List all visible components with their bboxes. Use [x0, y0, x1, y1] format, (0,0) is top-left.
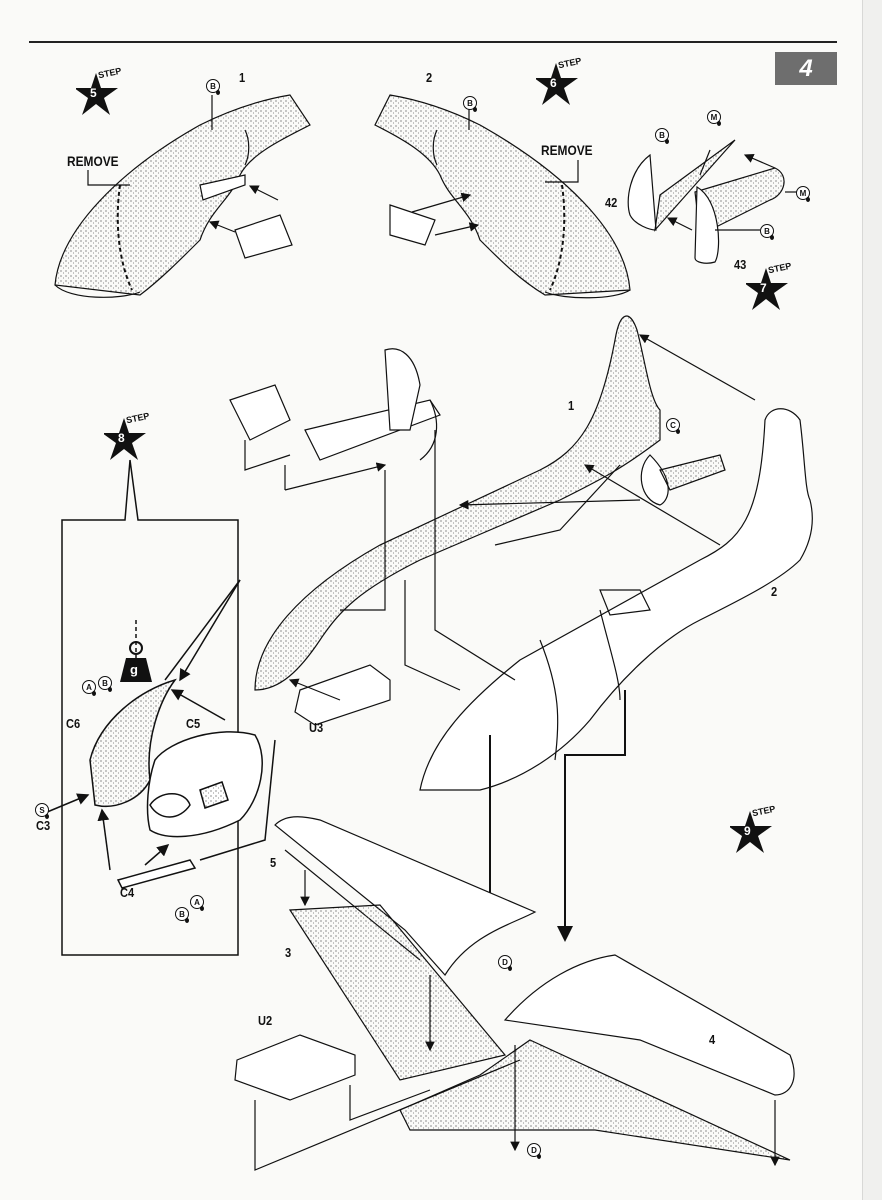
remove-label-left: REMOVE — [67, 153, 119, 169]
step5-fuselage-nose-left — [54, 94, 311, 298]
star-icon — [74, 73, 118, 115]
part-label-1-fuselage: 1 — [568, 398, 575, 413]
weight-icon: g — [118, 640, 154, 686]
decal-callout-D: D — [527, 1143, 541, 1159]
step-6-badge: STEP 6 — [534, 56, 586, 110]
part-label-43: 43 — [734, 257, 747, 272]
cement-callout-C: C — [666, 418, 680, 434]
part-label-C6: C6 — [66, 716, 81, 731]
star-icon — [728, 811, 772, 853]
star-icon — [534, 63, 578, 105]
glue-callout-B: B — [98, 676, 112, 692]
weight-shape — [120, 641, 152, 682]
star-icon — [102, 418, 146, 460]
part-label-5: 5 — [270, 855, 277, 870]
part-label-1-step5: 1 — [239, 70, 246, 85]
step9-wings — [234, 816, 795, 1171]
glue-callout-B: B — [655, 128, 669, 144]
glue-callout-B: B — [206, 79, 220, 95]
header-rule — [29, 41, 837, 43]
step-7-badge: STEP 7 — [744, 261, 796, 315]
glue-callout-B: B — [463, 96, 477, 112]
metal-callout-M: M — [796, 186, 810, 202]
s-callout: S — [35, 803, 49, 819]
part-label-C3: C3 — [36, 818, 51, 833]
star-icon — [744, 268, 788, 310]
step6-fuselage-nose-right — [374, 94, 631, 299]
step-5-badge: STEP 5 — [74, 66, 126, 120]
step-9-badge: STEP 9 — [728, 804, 780, 858]
step8-nose-box — [39, 459, 276, 956]
fuselage-assembly — [229, 315, 813, 942]
step7-tail-parts — [627, 139, 800, 264]
step-8-badge: STEP 8 — [102, 411, 154, 465]
decal-callout-D: D — [498, 955, 512, 971]
page-number-badge: 4 — [775, 52, 837, 85]
glue-callout-B: B — [175, 907, 189, 923]
page-edge — [862, 0, 882, 1200]
part-label-U2: U2 — [258, 1013, 273, 1028]
part-label-3: 3 — [285, 945, 292, 960]
glue-callout-B: B — [760, 224, 774, 240]
adhesive-callout-A: A — [82, 680, 96, 696]
part-label-C5: C5 — [186, 716, 201, 731]
part-label-U3: U3 — [309, 720, 324, 735]
part-label-2-step6: 2 — [426, 70, 433, 85]
part-label-4: 4 — [709, 1032, 716, 1047]
adhesive-callout-A: A — [190, 895, 204, 911]
metal-callout-M: M — [707, 110, 721, 126]
remove-label-right: REMOVE — [541, 142, 593, 158]
part-label-C4: C4 — [120, 885, 135, 900]
part-label-2-fuselage: 2 — [771, 584, 778, 599]
part-label-42: 42 — [605, 195, 618, 210]
